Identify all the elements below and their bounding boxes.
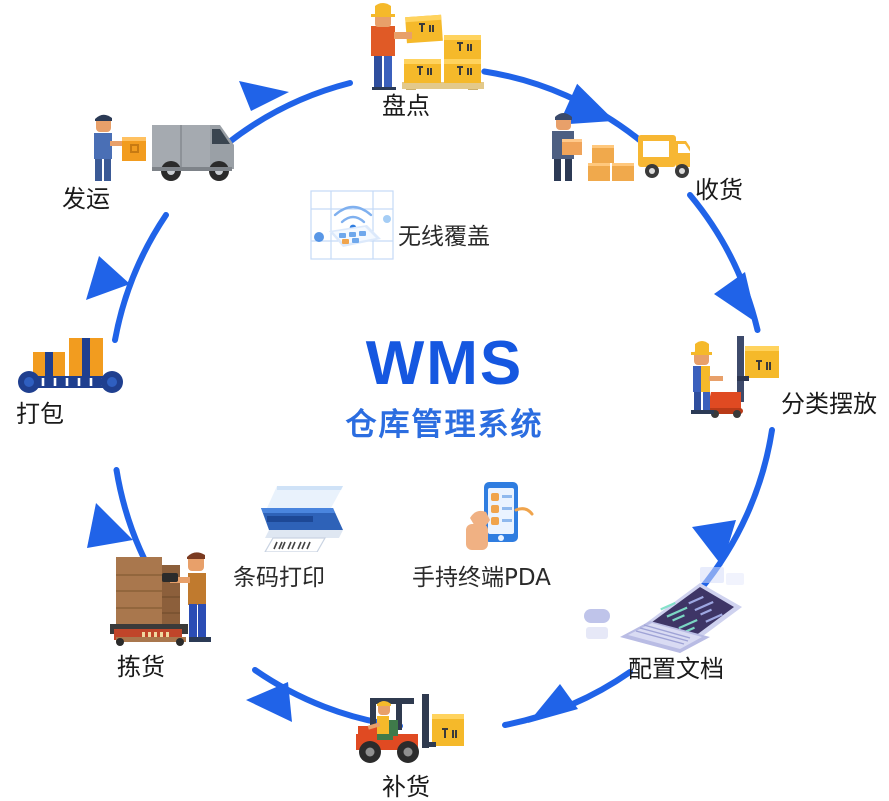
- cycle-node-count-label: 盘点: [382, 92, 430, 120]
- cycle-node-ship[interactable]: 发运: [62, 105, 262, 220]
- pallet-stacker-icon: [691, 336, 779, 418]
- cycle-node-replenish-label: 补货: [382, 773, 430, 801]
- cycle-node-count[interactable]: 盘点: [350, 0, 510, 130]
- cycle-node-sort-label: 分类摆放: [781, 390, 877, 418]
- handheld-pda-icon: [466, 482, 534, 550]
- cycle-node-ship-label: 发运: [62, 185, 110, 213]
- cycle-node-config[interactable]: 配置文档: [580, 565, 810, 695]
- worker-stacking-boxes-icon: [371, 3, 484, 90]
- forklift-icon: [356, 694, 464, 763]
- cycle-node-receive-label: 收货: [695, 176, 743, 204]
- cycle-node-replenish[interactable]: 补货: [345, 690, 515, 800]
- laptop-code-icon: [584, 567, 744, 653]
- inner-node-wireless-label: 无线覆盖: [398, 224, 490, 250]
- inner-node-pda[interactable]: 手持终端PDA: [412, 480, 602, 591]
- inner-node-barcode[interactable]: 条码打印: [225, 480, 385, 591]
- cycle-node-pick[interactable]: 拣货: [95, 525, 275, 685]
- cycle-node-sort[interactable]: 分类摆放: [685, 330, 889, 440]
- worker-picking-boxes-icon: [110, 552, 211, 646]
- cargo-van-shipping-icon: [94, 114, 234, 181]
- ring-arrow-group: [86, 81, 757, 723]
- cycle-node-config-label: 配置文档: [628, 655, 724, 683]
- inner-node-wireless[interactable]: 无线覆盖: [305, 185, 525, 265]
- cycle-node-pack-label: 打包: [16, 400, 64, 428]
- conveyor-belt-boxes-icon: [18, 338, 123, 393]
- delivery-truck-receiving-icon: [552, 113, 690, 181]
- barcode-printer-icon: [261, 486, 343, 552]
- cycle-node-receive[interactable]: 收货: [540, 105, 770, 210]
- cycle-node-pick-label: 拣货: [117, 653, 165, 681]
- cycle-node-pack[interactable]: 打包: [8, 330, 168, 445]
- wireless-tablet-icon: [310, 190, 394, 260]
- inner-node-barcode-label: 条码打印: [233, 565, 325, 591]
- inner-node-pda-label: 手持终端PDA: [412, 565, 551, 591]
